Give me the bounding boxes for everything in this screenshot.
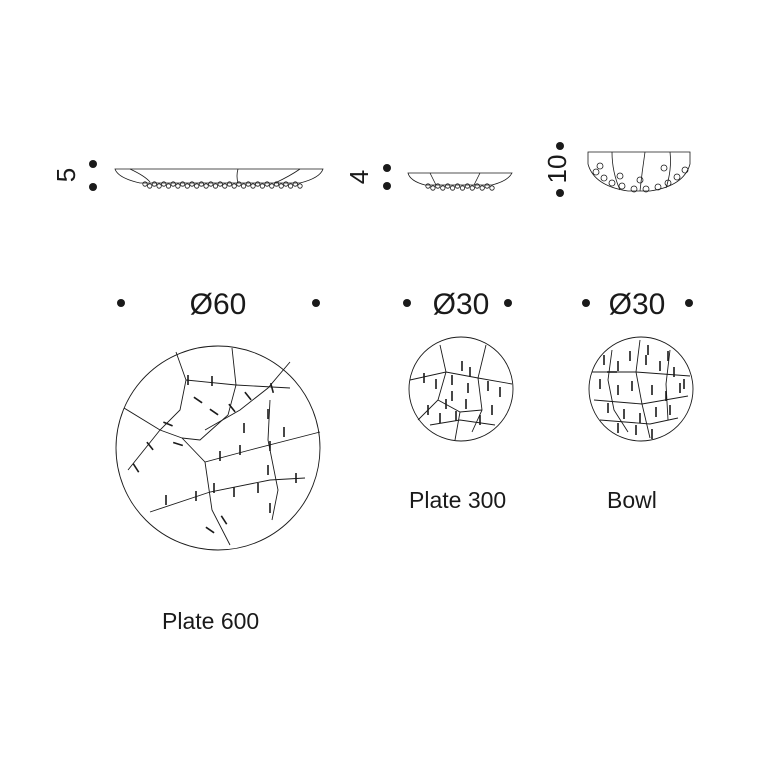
height-label-plate600: 5 bbox=[51, 168, 81, 182]
diameter-marker-bowl: Ø30 bbox=[582, 288, 693, 321]
caption-plate600: Plate 600 bbox=[162, 608, 260, 634]
side-profile-plate600 bbox=[114, 168, 324, 189]
height-marker-plate600: 5 bbox=[51, 160, 97, 191]
top-view-plate300 bbox=[408, 336, 514, 442]
height-marker-plate300: 4 bbox=[344, 164, 391, 190]
height-label-plate300: 4 bbox=[344, 170, 374, 184]
diameter-marker-plate600: Ø60 bbox=[117, 288, 320, 321]
diameter-label-plate300: Ø30 bbox=[433, 288, 490, 321]
caption-plate300: Plate 300 bbox=[409, 487, 507, 513]
diameter-label-plate600: Ø60 bbox=[190, 288, 247, 321]
diameter-label-bowl: Ø30 bbox=[609, 288, 666, 321]
side-profile-bowl bbox=[587, 151, 691, 193]
height-marker-bowl: 10 bbox=[542, 142, 572, 197]
top-view-bowl bbox=[588, 336, 694, 442]
caption-bowl: Bowl bbox=[607, 487, 657, 513]
top-view-plate600 bbox=[115, 345, 321, 551]
side-profile-plate300 bbox=[407, 172, 513, 191]
height-label-bowl: 10 bbox=[542, 155, 572, 184]
diameter-marker-plate300: Ø30 bbox=[403, 288, 512, 321]
